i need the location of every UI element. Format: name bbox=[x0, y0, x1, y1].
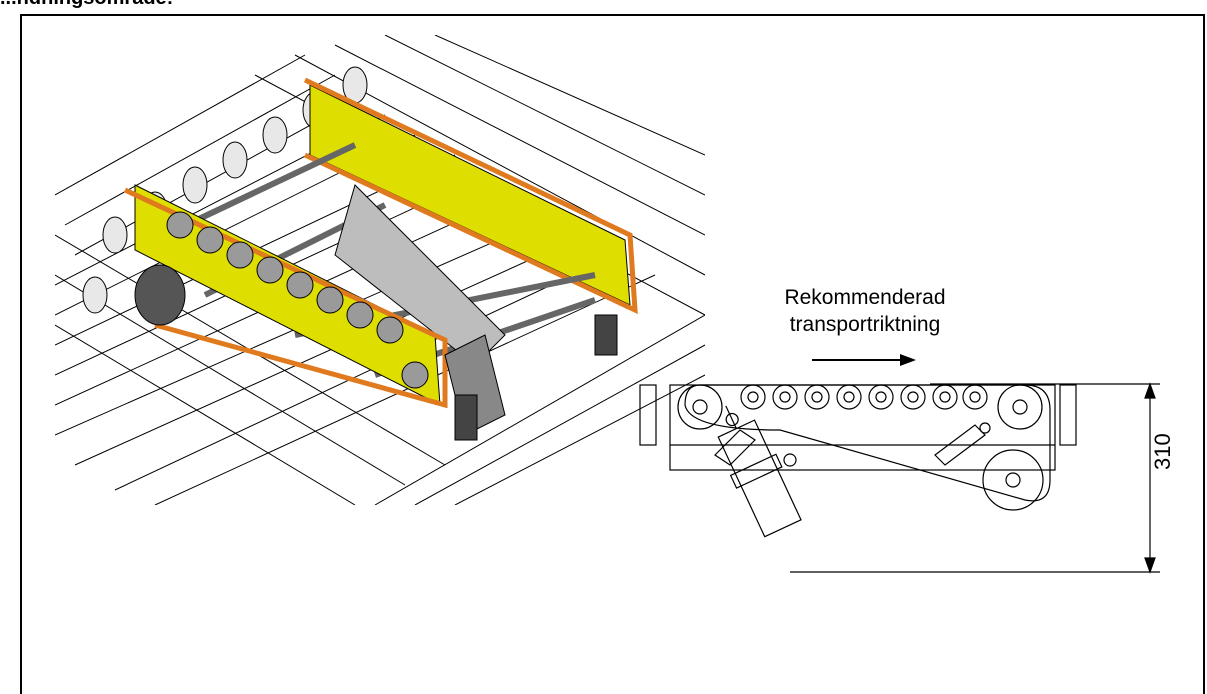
figure-frame bbox=[20, 14, 1205, 694]
back-chain-plate bbox=[303, 77, 638, 315]
direction-arrow-icon bbox=[812, 354, 916, 366]
section-heading: ...ndningsomrade: bbox=[0, 0, 173, 10]
transport-direction-caption: Rekommenderad transportriktning bbox=[760, 284, 970, 338]
drive-wheel bbox=[982, 449, 1044, 511]
drive-wheel bbox=[134, 264, 186, 326]
mount-bracket bbox=[594, 314, 618, 356]
side-view-drawing bbox=[639, 382, 1160, 574]
mount-bracket bbox=[454, 394, 478, 441]
lift-frame bbox=[334, 184, 506, 366]
caption-line-2: transportriktning bbox=[789, 313, 941, 336]
belt bbox=[684, 384, 1051, 502]
cylinder-side bbox=[717, 405, 802, 538]
caption-line-1: Rekommenderad bbox=[784, 286, 946, 309]
dimension-label: 310 bbox=[1150, 433, 1175, 470]
transfer-unit-3d-illustration bbox=[55, 35, 705, 505]
chain-rollers bbox=[740, 384, 988, 410]
left-end-bracket bbox=[639, 384, 657, 446]
right-end-bracket bbox=[1059, 384, 1077, 446]
front-chain-plate bbox=[123, 184, 448, 409]
